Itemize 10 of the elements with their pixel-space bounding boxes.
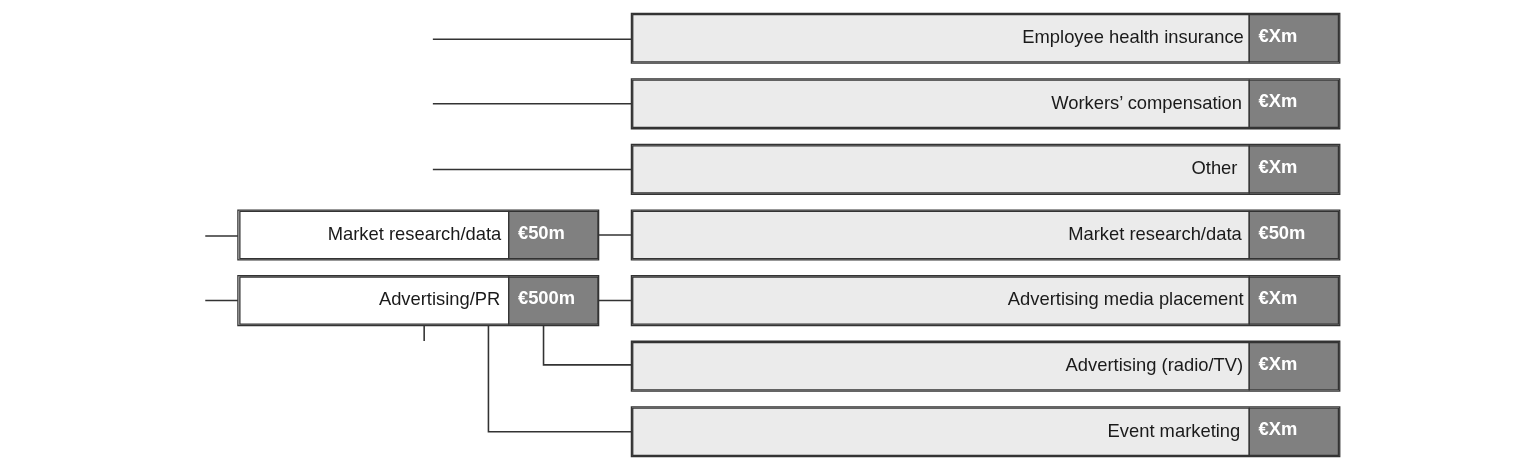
connector (204, 235, 239, 237)
connector (204, 299, 239, 302)
connector (432, 38, 633, 40)
connector (542, 324, 633, 366)
connector (432, 103, 633, 105)
connector (598, 234, 632, 236)
connector (487, 325, 632, 433)
connector (423, 324, 425, 342)
connector (432, 168, 633, 171)
connector (598, 299, 632, 302)
